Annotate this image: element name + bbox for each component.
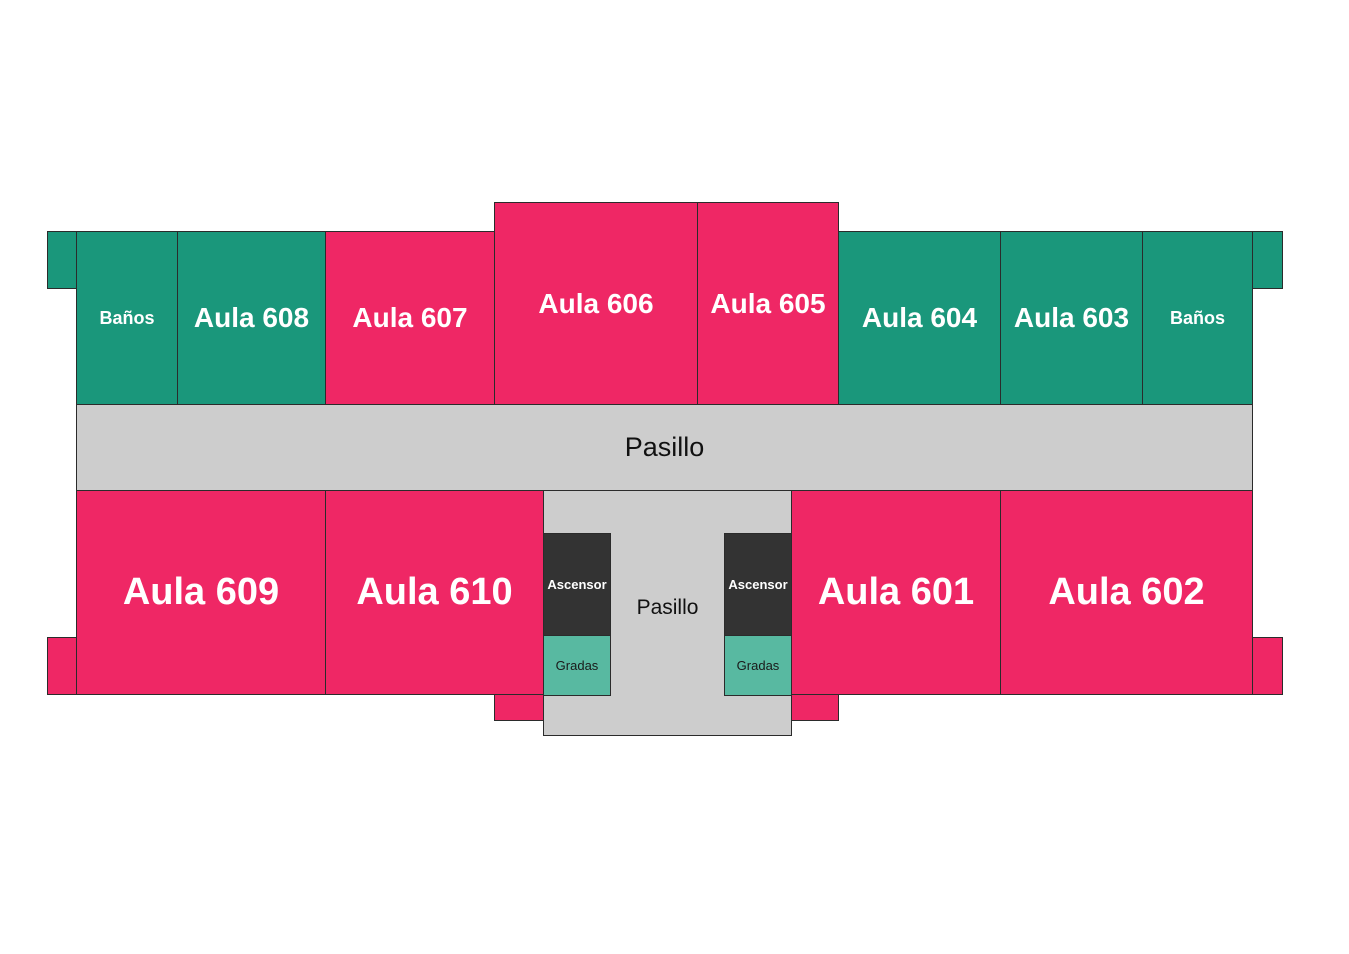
stairs-right[interactable]: Gradas [724,635,792,696]
elevator-label: Ascensor [728,577,788,592]
room-label: Aula 605 [710,287,826,319]
side-tab-top-left [47,231,77,289]
stairs-label: Gradas [736,658,780,673]
room-label: Aula 608 [193,302,310,333]
side-tab-top-right [1252,231,1283,289]
room-banos-left[interactable]: Baños [76,231,178,405]
room-aula-602[interactable]: Aula 602 [1000,490,1253,695]
elevator-label: Ascensor [547,577,607,592]
room-label: Aula 602 [1048,571,1205,613]
room-aula-610[interactable]: Aula 610 [325,490,544,695]
room-label: Aula 607 [352,302,468,333]
stairs-label: Gradas [555,658,599,673]
room-label: Baños [1169,307,1225,328]
room-aula-606[interactable]: Aula 606 [494,202,698,405]
room-label: Aula 604 [861,302,978,333]
room-label: Aula 609 [122,571,280,613]
room-banos-right[interactable]: Baños [1142,231,1253,405]
room-label: Aula 606 [538,287,654,319]
center-tab-bottom-right [790,694,839,721]
corridor-main[interactable]: Pasillo [76,404,1253,491]
side-tab-bottom-right [1252,637,1283,695]
room-label: Aula 603 [1013,302,1130,333]
room-aula-605[interactable]: Aula 605 [697,202,839,405]
room-label: Aula 610 [356,571,513,613]
room-aula-609[interactable]: Aula 609 [76,490,326,695]
room-aula-607[interactable]: Aula 607 [325,231,495,405]
elevator-right[interactable]: Ascensor [724,533,792,636]
center-tab-bottom-left [494,694,544,721]
side-tab-bottom-left [47,637,77,695]
elevator-left[interactable]: Ascensor [543,533,611,636]
corridor-label: Pasillo [624,432,705,462]
room-aula-608[interactable]: Aula 608 [177,231,326,405]
room-label: Baños [99,307,155,328]
stairs-left[interactable]: Gradas [543,635,611,696]
room-aula-601[interactable]: Aula 601 [791,490,1001,695]
room-aula-604[interactable]: Aula 604 [838,231,1001,405]
room-aula-603[interactable]: Aula 603 [1000,231,1143,405]
room-label: Aula 601 [817,571,975,613]
